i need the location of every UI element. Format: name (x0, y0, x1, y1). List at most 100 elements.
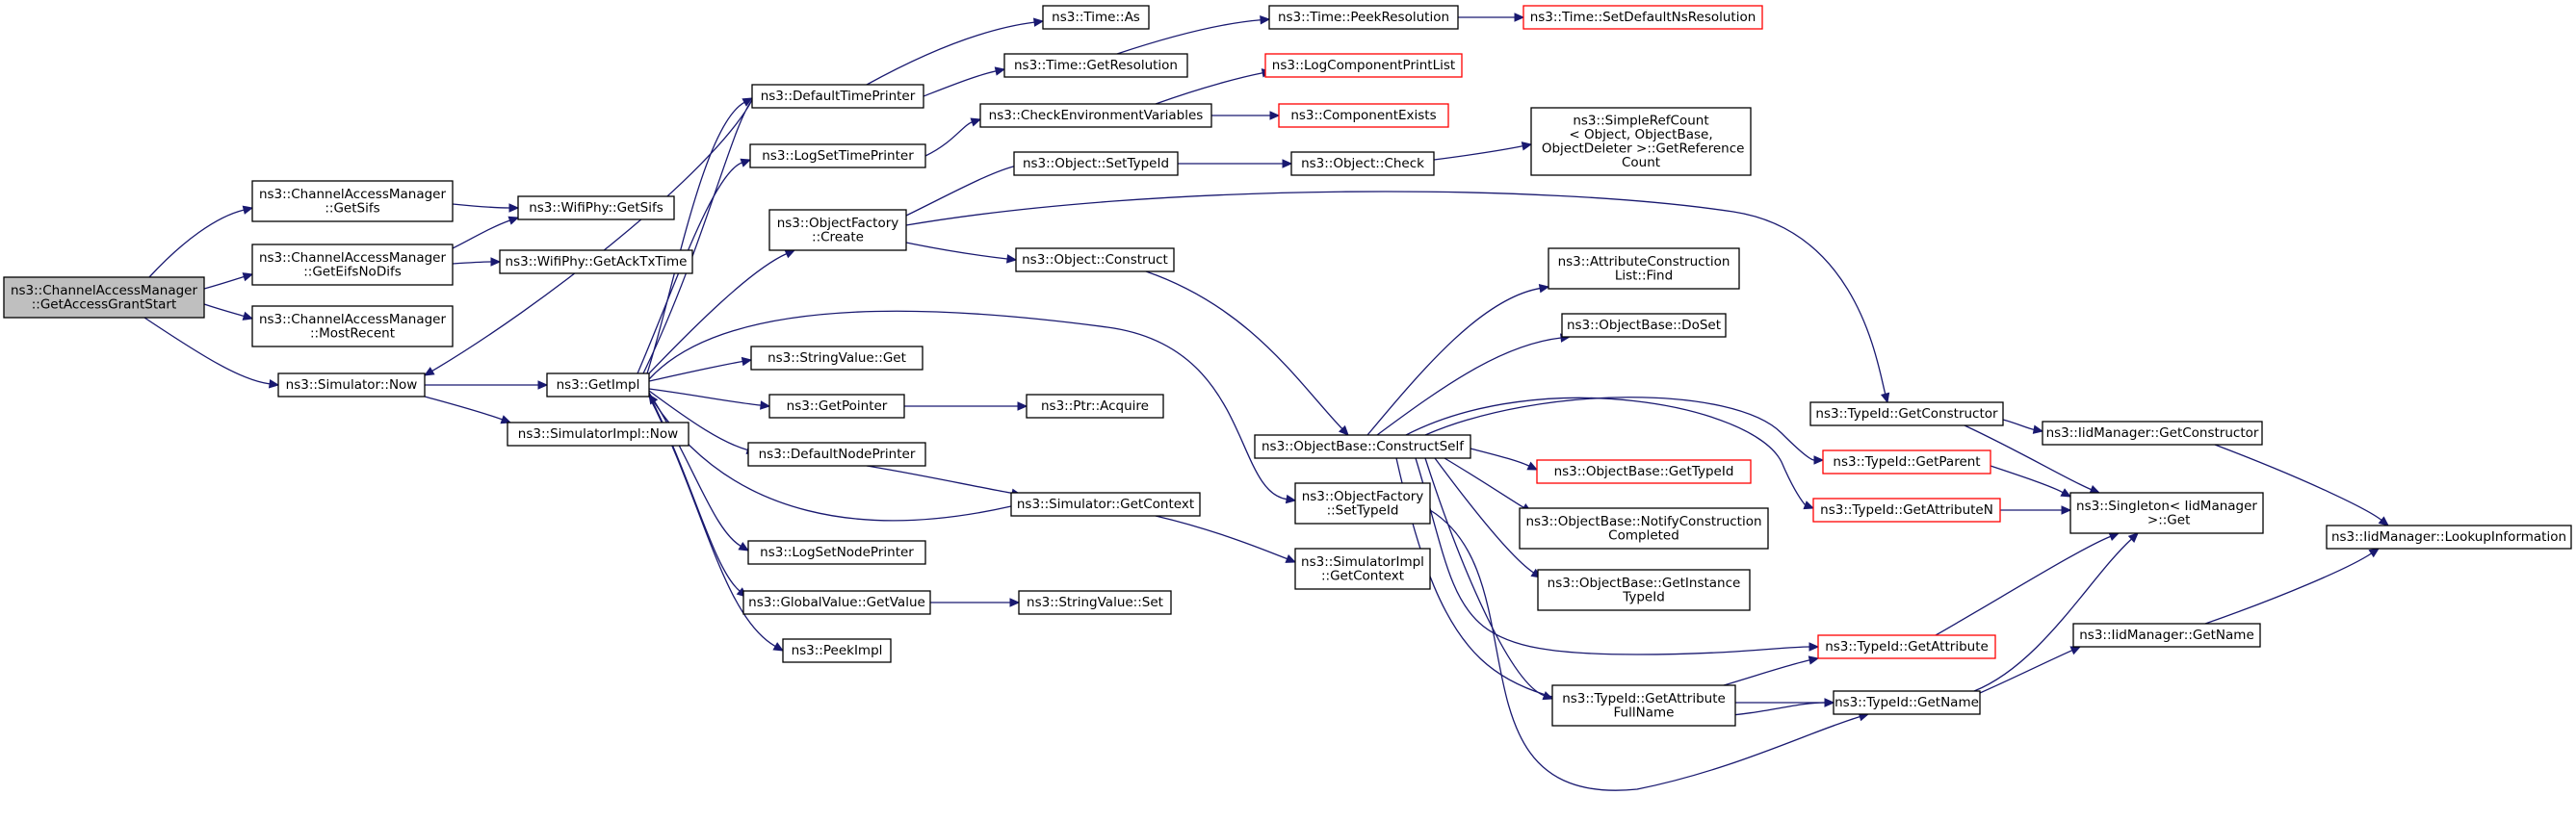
node-box[interactable] (251, 180, 454, 222)
node-box[interactable] (768, 209, 907, 251)
node-box[interactable] (1264, 53, 1463, 78)
node-box[interactable] (1042, 5, 1150, 30)
node-sim-getcontext[interactable]: ns3::Simulator::GetContext (1010, 492, 1201, 517)
node-objfactory-create[interactable]: ns3::ObjectFactory::Create (768, 209, 907, 251)
node-box[interactable] (749, 143, 926, 168)
node-peekimpl[interactable]: ns3::PeekImpl (782, 638, 892, 663)
node-objfactory-settypeid[interactable]: ns3::ObjectFactory::SetTypeId (1294, 482, 1431, 525)
node-box[interactable] (1013, 151, 1179, 176)
node-time-getresolution[interactable]: ns3::Time::GetResolution (1003, 53, 1188, 78)
node-typeid-getattribute[interactable]: ns3::TypeId::GetAttribute (1817, 634, 1996, 659)
node-box[interactable] (1536, 459, 1752, 484)
node-box[interactable] (1290, 151, 1435, 176)
node-time-setdefault[interactable]: ns3::Time::SetDefaultNsResolution (1522, 5, 1763, 30)
node-box[interactable] (277, 372, 426, 398)
node-logsetnodeprinter[interactable]: ns3::LogSetNodePrinter (747, 540, 926, 565)
node-time-peekres[interactable]: ns3::Time::PeekResolution (1268, 5, 1459, 30)
node-cam-geteifs[interactable]: ns3::ChannelAccessManager::GetEifsNoDifs (251, 244, 454, 286)
node-globalvalue-getvalue[interactable]: ns3::GlobalValue::GetValue (742, 590, 931, 615)
node-box[interactable] (1519, 507, 1769, 550)
node-objbase-gettypeid[interactable]: ns3::ObjectBase::GetTypeId (1536, 459, 1752, 484)
node-box[interactable] (1812, 498, 2001, 523)
node-box[interactable] (747, 442, 926, 467)
node-wifi-getack[interactable]: ns3::WifiPhy::GetAckTxTime (499, 249, 693, 274)
node-box[interactable] (499, 249, 693, 274)
node-box[interactable] (1809, 401, 2004, 426)
node-box[interactable] (3, 276, 205, 319)
node-box[interactable] (751, 84, 924, 109)
node-simimpl-now[interactable]: ns3::SimulatorImpl::Now (507, 422, 690, 447)
node-box[interactable] (2072, 623, 2261, 648)
node-box[interactable] (1522, 5, 1763, 30)
node-box[interactable] (1015, 247, 1175, 272)
node-objbase-constructself[interactable]: ns3::ObjectBase::ConstructSelf (1254, 434, 1471, 459)
node-getpointer[interactable]: ns3::GetPointer (768, 394, 905, 419)
node-object-construct[interactable]: ns3::Object::Construct (1015, 247, 1175, 272)
node-defaulttimeprinter[interactable]: ns3::DefaultTimePrinter (751, 84, 924, 109)
node-logcomponentprintlist[interactable]: ns3::LogComponentPrintList (1264, 53, 1463, 78)
node-root[interactable]: ns3::ChannelAccessManager::GetAccessGran… (3, 276, 205, 319)
node-sim-now[interactable]: ns3::Simulator::Now (277, 372, 426, 398)
node-object-settypeid[interactable]: ns3::Object::SetTypeId (1013, 151, 1179, 176)
node-stringvalue-set[interactable]: ns3::StringValue::Set (1018, 590, 1172, 615)
node-box[interactable] (1294, 482, 1431, 525)
node-box[interactable] (1268, 5, 1459, 30)
node-typeid-getparent[interactable]: ns3::TypeId::GetParent (1822, 449, 1991, 475)
node-cam-mostrecent[interactable]: ns3::ChannelAccessManager::MostRecent (251, 305, 454, 347)
node-box[interactable] (517, 195, 675, 220)
node-box[interactable] (1817, 634, 1996, 659)
node-time-as[interactable]: ns3::Time::As (1042, 5, 1150, 30)
node-box[interactable] (1010, 492, 1201, 517)
node-box[interactable] (1003, 53, 1188, 78)
node-box[interactable] (1548, 247, 1740, 290)
node-defaultnodeprinter[interactable]: ns3::DefaultNodePrinter (747, 442, 926, 467)
node-box[interactable] (750, 346, 924, 371)
node-iidmanager-getconstructor[interactable]: ns3::IidManager::GetConstructor (2042, 421, 2263, 446)
node-objbase-notify[interactable]: ns3::ObjectBase::NotifyConstructionCompl… (1519, 507, 1769, 550)
node-box[interactable] (2042, 421, 2263, 446)
node-box[interactable] (2069, 492, 2264, 534)
node-box[interactable] (1551, 684, 1736, 727)
node-box[interactable] (546, 372, 650, 398)
node-box[interactable] (1018, 590, 1172, 615)
node-box[interactable] (1833, 690, 1981, 715)
node-box[interactable] (768, 394, 905, 419)
node-iidmanager-lookup[interactable]: ns3::IidManager::LookupInformation (2326, 525, 2572, 550)
node-box[interactable] (1530, 107, 1752, 176)
node-wifi-getsifs[interactable]: ns3::WifiPhy::GetSifs (517, 195, 675, 220)
node-box[interactable] (2326, 525, 2572, 550)
node-ptr-acquire[interactable]: ns3::Ptr::Acquire (1026, 394, 1164, 419)
node-box[interactable] (251, 305, 454, 347)
node-box[interactable] (1294, 548, 1431, 590)
node-box[interactable] (1254, 434, 1471, 459)
node-objbase-doset[interactable]: ns3::ObjectBase::DoSet (1561, 313, 1727, 338)
node-box[interactable] (1537, 569, 1751, 611)
node-checkenv[interactable]: ns3::CheckEnvironmentVariables (979, 103, 1212, 128)
node-box[interactable] (782, 638, 892, 663)
node-componentexists[interactable]: ns3::ComponentExists (1278, 103, 1449, 128)
node-box[interactable] (742, 590, 931, 615)
node-typeid-getconstructor[interactable]: ns3::TypeId::GetConstructor (1809, 401, 2004, 426)
node-cam-getsifs[interactable]: ns3::ChannelAccessManager::GetSifs (251, 180, 454, 222)
node-box[interactable] (507, 422, 690, 447)
node-box[interactable] (1026, 394, 1164, 419)
node-simimpl-getcontext[interactable]: ns3::SimulatorImpl::GetContext (1294, 548, 1431, 590)
node-typeid-getname[interactable]: ns3::TypeId::GetName (1833, 690, 1981, 715)
node-box[interactable] (747, 540, 926, 565)
node-getimpl[interactable]: ns3::GetImpl (546, 372, 650, 398)
node-box[interactable] (979, 103, 1212, 128)
node-box[interactable] (1822, 449, 1991, 475)
node-stringvalue-get[interactable]: ns3::StringValue::Get (750, 346, 924, 371)
node-simplerefcount[interactable]: ns3::SimpleRefCount< Object, ObjectBase,… (1530, 107, 1752, 176)
node-object-check[interactable]: ns3::Object::Check (1290, 151, 1435, 176)
node-logsettimeprinter[interactable]: ns3::LogSetTimePrinter (749, 143, 926, 168)
node-box[interactable] (1278, 103, 1449, 128)
node-box[interactable] (251, 244, 454, 286)
node-iidmanager-getname[interactable]: ns3::IidManager::GetName (2072, 623, 2261, 648)
node-box[interactable] (1561, 313, 1727, 338)
node-singleton-get[interactable]: ns3::Singleton< IidManager >::Get (2069, 492, 2264, 534)
node-typeid-getattributen[interactable]: ns3::TypeId::GetAttributeN (1812, 498, 2001, 523)
